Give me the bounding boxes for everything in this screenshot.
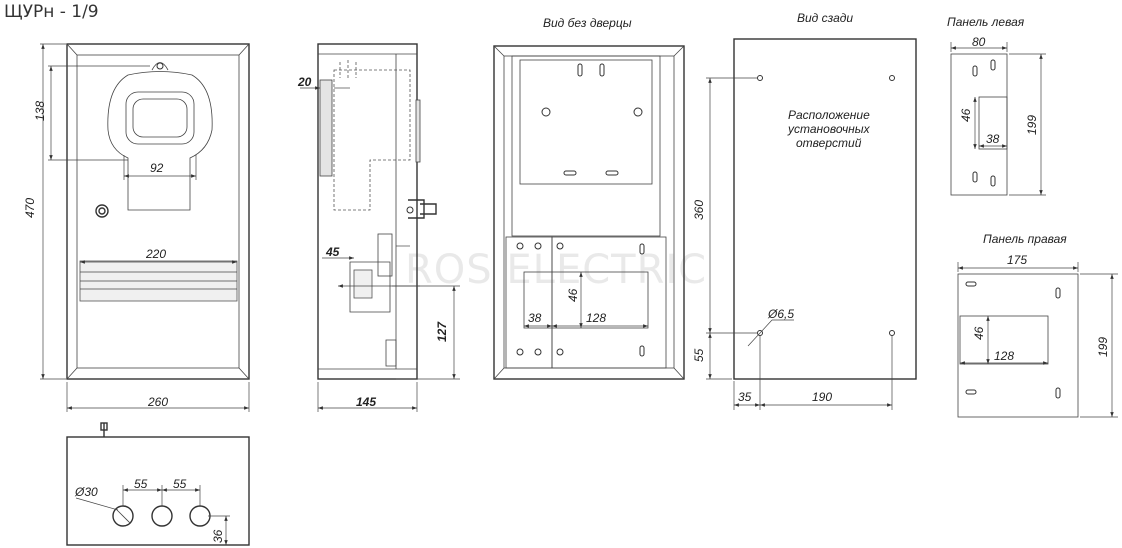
front-view <box>40 43 250 412</box>
rear-dim-bottom-offset: 55 <box>692 348 706 362</box>
rear-dim-left-offset: 35 <box>738 390 752 404</box>
panel-right-dim-height: 199 <box>1096 337 1110 357</box>
no-door-dim-cutout-offset: 38 <box>528 311 542 325</box>
panel-right <box>957 262 1118 418</box>
rear-dim-hole-span-v: 360 <box>692 200 706 220</box>
no-door-dim-cutout-width: 128 <box>586 311 606 325</box>
rear-note-line3: отверстий <box>796 136 862 150</box>
panel-left-label: Панель левая <box>947 15 1025 29</box>
rear-dim-hole-span-h: 190 <box>812 390 832 404</box>
rear-view <box>706 38 917 410</box>
front-dim-breaker-width: 220 <box>145 247 166 261</box>
panel-left-dim-cutout-width: 38 <box>986 132 1000 146</box>
drawing-title: ЩУРн - 1/9 <box>4 2 99 22</box>
front-dim-window-width: 92 <box>150 161 164 175</box>
panel-right-dim-cutout-width: 128 <box>994 349 1014 363</box>
side-dim-depth: 145 <box>356 395 376 409</box>
panel-right-dim-cutout-height: 46 <box>972 326 986 340</box>
rear-dim-hole-diameter: Ø6,5 <box>767 307 794 321</box>
side-view <box>300 43 460 412</box>
rear-view-label: Вид сзади <box>797 11 853 25</box>
panel-left-dim-width: 80 <box>972 35 986 49</box>
front-dim-window-height: 138 <box>33 101 47 121</box>
front-dim-height: 470 <box>23 198 37 218</box>
rear-note-line2: установочных <box>787 122 871 136</box>
bottom-dim-edge-offset: 36 <box>211 529 225 543</box>
panel-right-dim-width: 175 <box>1007 253 1027 267</box>
watermark-text: ROS ELECTRIC <box>405 247 707 293</box>
side-dim-rail-offset: 45 <box>325 245 340 259</box>
no-door-view-label: Вид без дверцы <box>543 16 632 30</box>
no-door-view <box>493 45 685 380</box>
side-dim-rail-height: 127 <box>435 321 449 342</box>
panel-left-dim-height: 199 <box>1025 115 1039 135</box>
panel-right-label: Панель правая <box>983 232 1067 246</box>
side-dim-top-offset: 20 <box>297 75 312 89</box>
front-dim-width: 260 <box>147 395 168 409</box>
no-door-dim-cutout-height: 46 <box>566 288 580 302</box>
bottom-dim-spacing-1: 55 <box>134 477 148 491</box>
bottom-view <box>66 422 250 546</box>
panel-left <box>950 42 1046 196</box>
lock-icon <box>95 204 109 218</box>
bottom-dim-spacing-2: 55 <box>173 477 187 491</box>
bottom-dim-hole-diameter: Ø30 <box>74 485 98 499</box>
panel-left-dim-cutout-height: 46 <box>959 108 973 122</box>
rear-note-line1: Расположение <box>788 108 870 122</box>
